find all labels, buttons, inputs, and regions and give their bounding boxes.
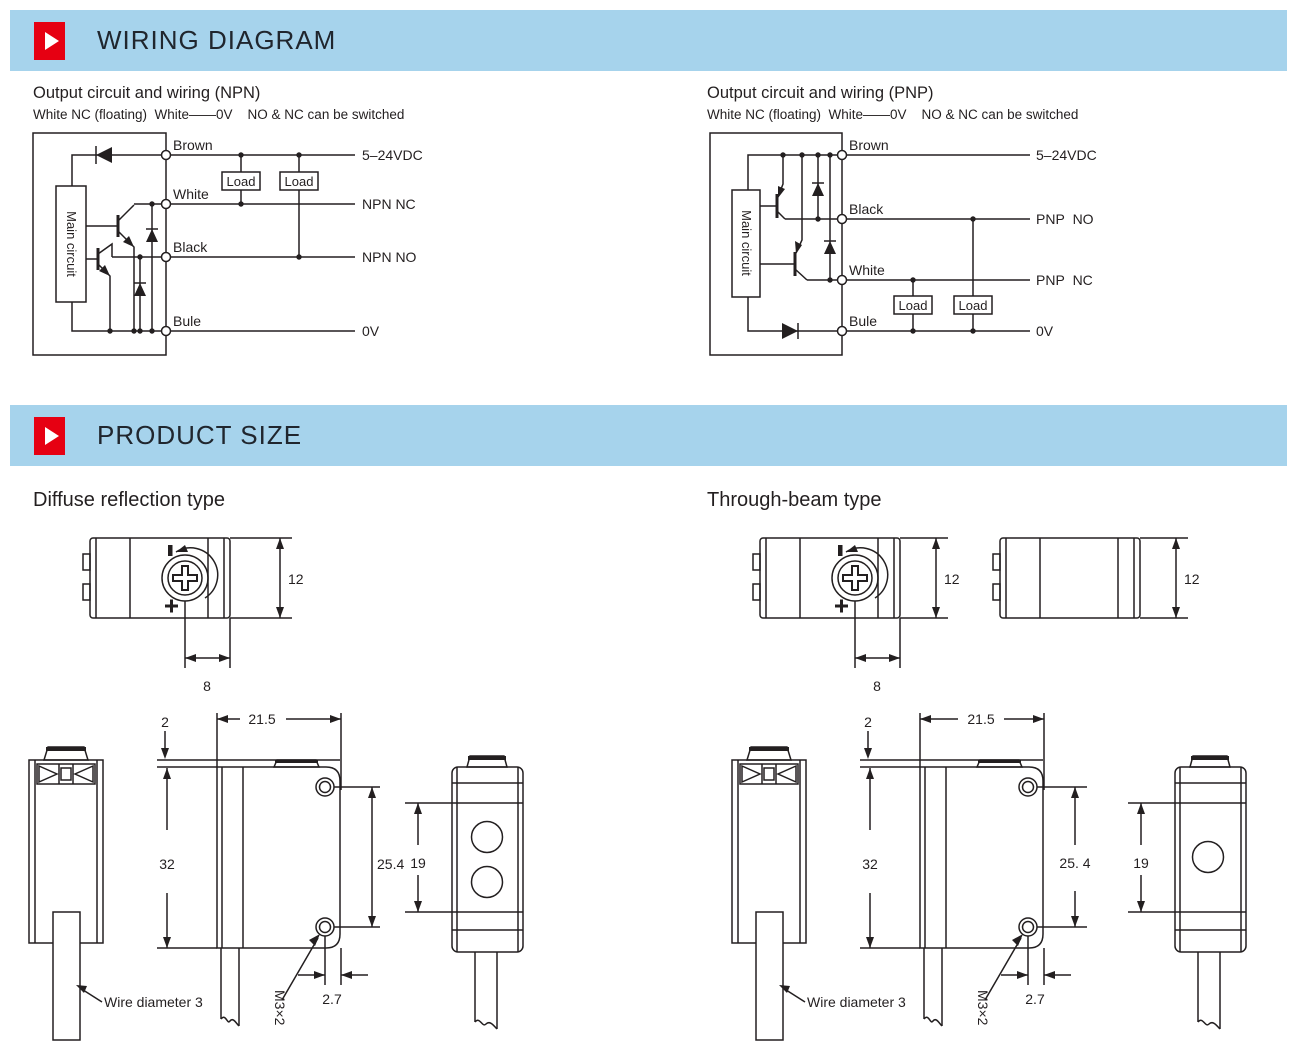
- play-icon: [34, 21, 65, 60]
- npn-junction-dots: [107, 152, 302, 334]
- dim-top-height: 12: [288, 571, 304, 587]
- dim-body-height: 32: [862, 856, 878, 872]
- dim-width: 21.5: [248, 711, 275, 727]
- dim-screw-spec: M3×2: [975, 990, 991, 1026]
- pnp-output-nc-label: PNP NC: [1036, 272, 1093, 288]
- pnp-wire-blue-label: Bule: [849, 313, 877, 329]
- wiring-section-banner: WIRING DIAGRAM: [10, 10, 1287, 71]
- dim-hole-spacing: 25.4: [377, 856, 404, 872]
- pnp-output-0v-label: 0V: [1036, 323, 1054, 339]
- pnp-subheading: White NC (floating) White——0V NO & NC ca…: [707, 107, 1079, 122]
- dim-window-height: 19: [410, 855, 426, 871]
- pnp-load-label: Load: [959, 298, 988, 313]
- npn-wire-black-label: Black: [173, 239, 208, 255]
- npn-terminals: [160, 149, 172, 337]
- pnp-wire-black-label: Black: [849, 201, 884, 217]
- dim-hole-to-edge: 2.7: [1025, 991, 1045, 1007]
- diffuse-dimensions: 12 8 2 32 21.5 25.4 2.7 M3×2: [76, 537, 452, 1026]
- npn-output-nc-label: NPN NC: [362, 196, 416, 212]
- pnp-output-no-label: PNP NO: [1036, 211, 1094, 227]
- wire-diameter-note: Wire diameter 3: [807, 994, 906, 1010]
- npn-circuit-diagram: Main circuit: [32, 132, 423, 356]
- pnp-terminals: [836, 149, 848, 337]
- diffuse-drawings: 12 8 2 32 21.5 25.4 2.7 M3×2: [28, 537, 524, 1041]
- npn-wire-blue-label: Bule: [173, 313, 201, 329]
- section-title-product-size: PRODUCT SIZE: [97, 420, 303, 450]
- dim-hole-to-edge: 2.7: [322, 991, 342, 1007]
- dim-body-height: 32: [159, 856, 175, 872]
- pnp-output-vdc-label: 5–24VDC: [1036, 147, 1097, 163]
- product-size-section-banner: PRODUCT SIZE: [10, 405, 1287, 466]
- pnp-heading: Output circuit and wiring (PNP): [707, 84, 934, 102]
- dim-window-height: 19: [1133, 855, 1149, 871]
- pnp-wire-white-label: White: [849, 262, 885, 278]
- pnp-circuit-diagram: Main circuit: [709, 132, 1097, 356]
- pnp-junction-dots: [780, 152, 976, 334]
- npn-main-circuit-label: Main circuit: [64, 211, 79, 277]
- diffuse-type-heading: Diffuse reflection type: [33, 489, 225, 511]
- npn-output-no-label: NPN NO: [362, 249, 417, 265]
- dim-top-height-receiver: 12: [944, 571, 960, 587]
- npn-load-label: Load: [285, 174, 314, 189]
- npn-wire-brown-label: Brown: [173, 137, 213, 153]
- wire-diameter-note: Wire diameter 3: [104, 994, 203, 1010]
- dim-lid: 2: [161, 714, 169, 730]
- npn-wire-white-label: White: [173, 186, 209, 202]
- npn-output-0v-label: 0V: [362, 323, 380, 339]
- pnp-main-circuit-label: Main circuit: [739, 210, 754, 276]
- npn-output-vdc-label: 5–24VDC: [362, 147, 423, 163]
- npn-load-label: Load: [227, 174, 256, 189]
- dim-screw-offset: 8: [203, 678, 211, 694]
- npn-subheading: White NC (floating) White——0V NO & NC ca…: [33, 107, 405, 122]
- through-beam-dimensions: 12 8 12 2 32 21.5 25. 4: [779, 537, 1200, 1026]
- section-title-wiring: WIRING DIAGRAM: [97, 25, 337, 55]
- dim-lid: 2: [864, 714, 872, 730]
- pnp-wire-brown-label: Brown: [849, 137, 889, 153]
- npn-heading: Output circuit and wiring (NPN): [33, 84, 261, 102]
- dim-screw-offset: 8: [873, 678, 881, 694]
- pnp-load-label: Load: [899, 298, 928, 313]
- through-beam-drawings: 12 8 12 2 32 21.5 25. 4: [731, 537, 1247, 1041]
- dim-hole-spacing: 25. 4: [1059, 855, 1090, 871]
- dim-width: 21.5: [967, 711, 994, 727]
- through-beam-type-heading: Through-beam type: [707, 489, 882, 511]
- play-icon: [34, 416, 65, 455]
- dim-screw-spec: M3×2: [272, 990, 288, 1026]
- dim-top-height-emitter: 12: [1184, 571, 1200, 587]
